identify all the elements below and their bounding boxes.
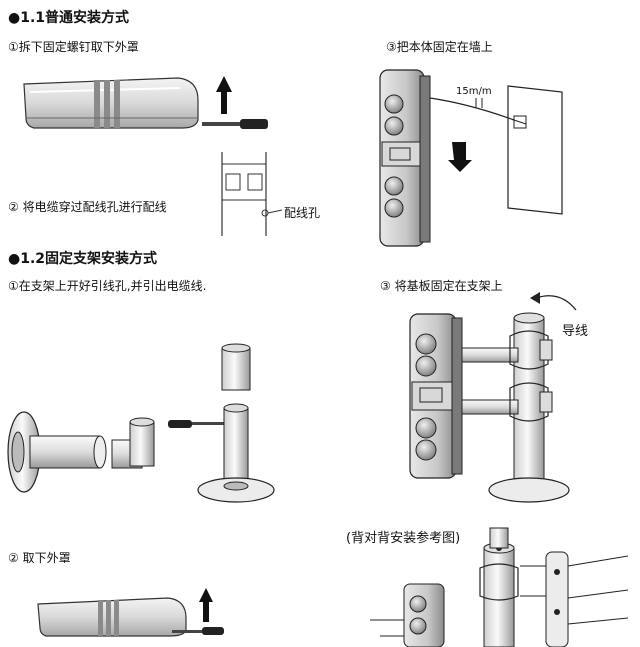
pole-stand <box>197 343 275 503</box>
wiring-hole-label: 配线孔 <box>284 206 321 220</box>
section-heading-bracket-install: ●1.2固定支架安装方式 <box>8 251 158 267</box>
step-thread-cable: ② 将电缆穿过配线孔进行配线 <box>8 200 167 214</box>
down-arrow-icon <box>448 142 472 172</box>
back-to-back-caption: (背对背安装参考图) <box>346 531 461 546</box>
screwdriver-icon-2 <box>168 420 226 428</box>
screwdriver-icon-3 <box>172 627 224 635</box>
step-fix-base-to-bracket: ③ 将基板固定在支架上 <box>380 279 503 293</box>
wire-label: 导线 <box>562 324 589 339</box>
detector-cover-top <box>23 77 199 129</box>
up-arrow-icon-2 <box>199 588 213 622</box>
wire-callout-arrow <box>530 292 577 311</box>
pipe-elbow <box>111 417 155 469</box>
detector-cover-bottom <box>37 597 187 637</box>
step-open-lead-hole: ①在支架上开好引线孔,并引出电缆线. <box>8 279 207 293</box>
screwdriver-icon <box>202 119 268 129</box>
wall-bracket <box>7 411 107 493</box>
step-fix-to-wall: ③把本体固定在墙上 <box>386 40 493 54</box>
cable-line <box>429 97 515 121</box>
step-remove-cover-2: ② 取下外罩 <box>8 551 71 565</box>
back-to-back-assembly <box>370 527 629 647</box>
pole-with-clamps <box>461 312 570 503</box>
step-remove-cover: ①拆下固定螺钉取下外罩 <box>8 40 139 54</box>
detector-unit-bracket <box>409 313 463 479</box>
up-arrow-icon <box>216 76 232 114</box>
wiring-hole-diagram <box>221 152 283 236</box>
wall-plate <box>507 85 563 215</box>
detector-unit-wall <box>379 69 431 247</box>
section-heading-normal-install: ●1.1普通安装方式 <box>8 10 130 26</box>
spacing-label: 15m/m <box>456 86 492 97</box>
